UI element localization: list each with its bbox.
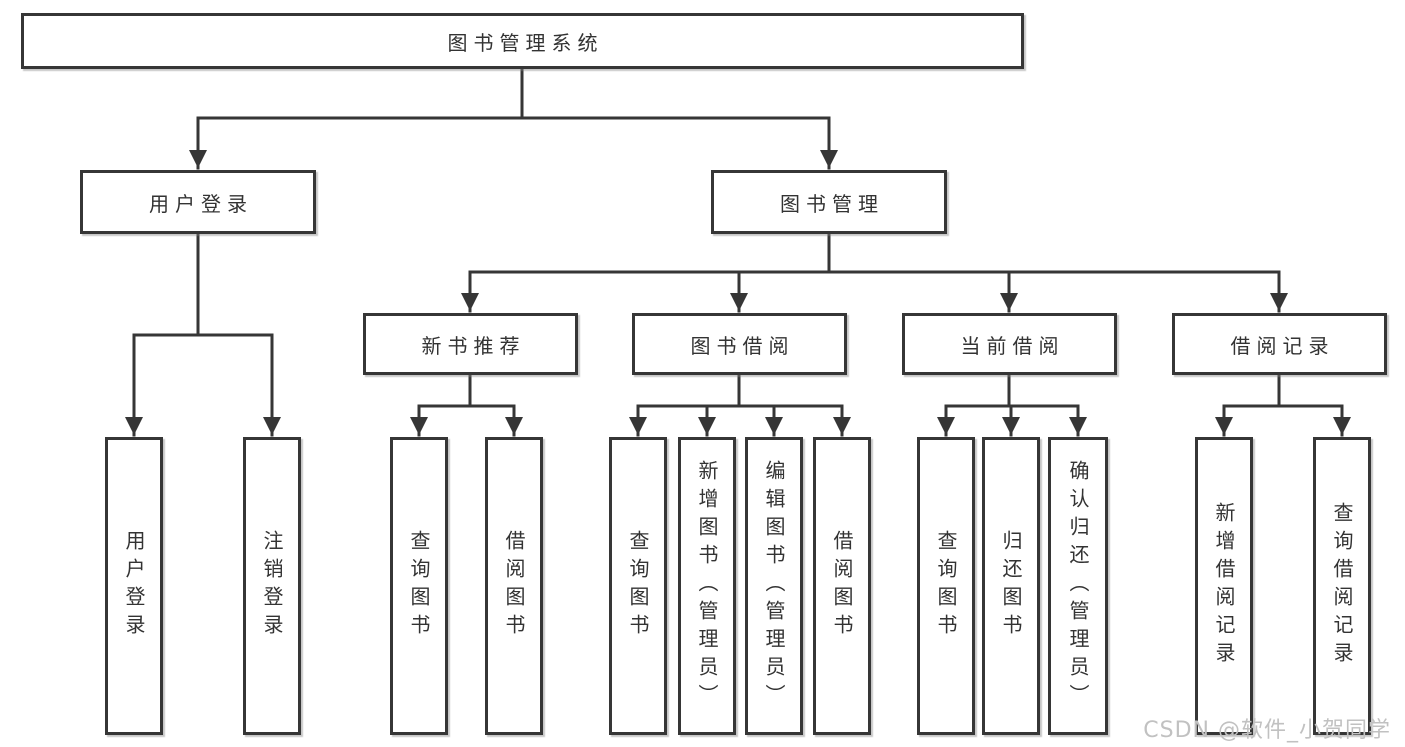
leaf-label: 查询图书 [934, 530, 958, 642]
leaf-label: 确认归还（管理员） [1066, 460, 1090, 712]
csdn-watermark: CSDN @软件_小贺同学 [1143, 718, 1391, 743]
node-label: 图书管理系统 [447, 30, 604, 55]
leaf-user-login: 用户登录 [105, 437, 163, 735]
leaf-add-borrow-record: 新增借阅记录 [1195, 437, 1253, 735]
leaf-label: 编辑图书（管理员） [762, 460, 786, 712]
leaf-label: 注销登录 [260, 530, 284, 642]
leaf-query-borrow-record: 查询借阅记录 [1313, 437, 1371, 735]
leaf-label: 归还图书 [999, 530, 1023, 642]
connector-book-borrow-children [629, 373, 851, 437]
leaf-query-book-3: 查询图书 [917, 437, 975, 735]
leaf-query-book-1: 查询图书 [390, 437, 448, 735]
leaf-label: 查询图书 [407, 530, 431, 642]
connector-root-to-level2 [189, 67, 838, 170]
leaf-label: 新增图书（管理员） [695, 460, 719, 712]
connector-borrow-record-children [1215, 373, 1351, 437]
node-user-login: 用户登录 [80, 170, 316, 234]
leaf-return-book: 归还图书 [982, 437, 1040, 735]
node-library-management-system: 图书管理系统 [21, 13, 1024, 69]
node-book-borrow: 图书借阅 [632, 313, 847, 375]
leaf-confirm-return-admin: 确认归还（管理员） [1048, 437, 1108, 735]
connector-current-borrow-children [937, 373, 1087, 437]
leaf-label: 查询借阅记录 [1330, 502, 1354, 670]
node-current-borrow: 当前借阅 [902, 313, 1117, 375]
leaf-edit-book-admin: 编辑图书（管理员） [745, 437, 803, 735]
leaf-label: 用户登录 [122, 530, 146, 642]
node-label: 借阅记录 [1230, 333, 1335, 358]
leaf-label: 查询图书 [626, 530, 650, 642]
leaf-query-book-2: 查询图书 [609, 437, 667, 735]
leaf-logout: 注销登录 [243, 437, 301, 735]
connector-new-book-children [410, 373, 523, 437]
node-label: 新书推荐 [421, 333, 526, 358]
leaf-label: 借阅图书 [502, 530, 526, 642]
node-book-management: 图书管理 [711, 170, 947, 234]
leaf-add-book-admin: 新增图书（管理员） [678, 437, 736, 735]
leaf-borrow-book-2: 借阅图书 [813, 437, 871, 735]
connector-user-login-children [125, 232, 281, 437]
leaf-label: 借阅图书 [830, 530, 854, 642]
node-label: 图书借阅 [690, 333, 795, 358]
node-label: 用户登录 [149, 191, 253, 216]
leaf-label: 新增借阅记录 [1212, 502, 1236, 670]
node-label: 图书管理 [780, 191, 884, 216]
connector-book-management-children [461, 232, 1288, 313]
node-label: 当前借阅 [960, 333, 1065, 358]
node-new-book-recommend: 新书推荐 [363, 313, 578, 375]
node-borrow-record: 借阅记录 [1172, 313, 1387, 375]
leaf-borrow-book-1: 借阅图书 [485, 437, 543, 735]
